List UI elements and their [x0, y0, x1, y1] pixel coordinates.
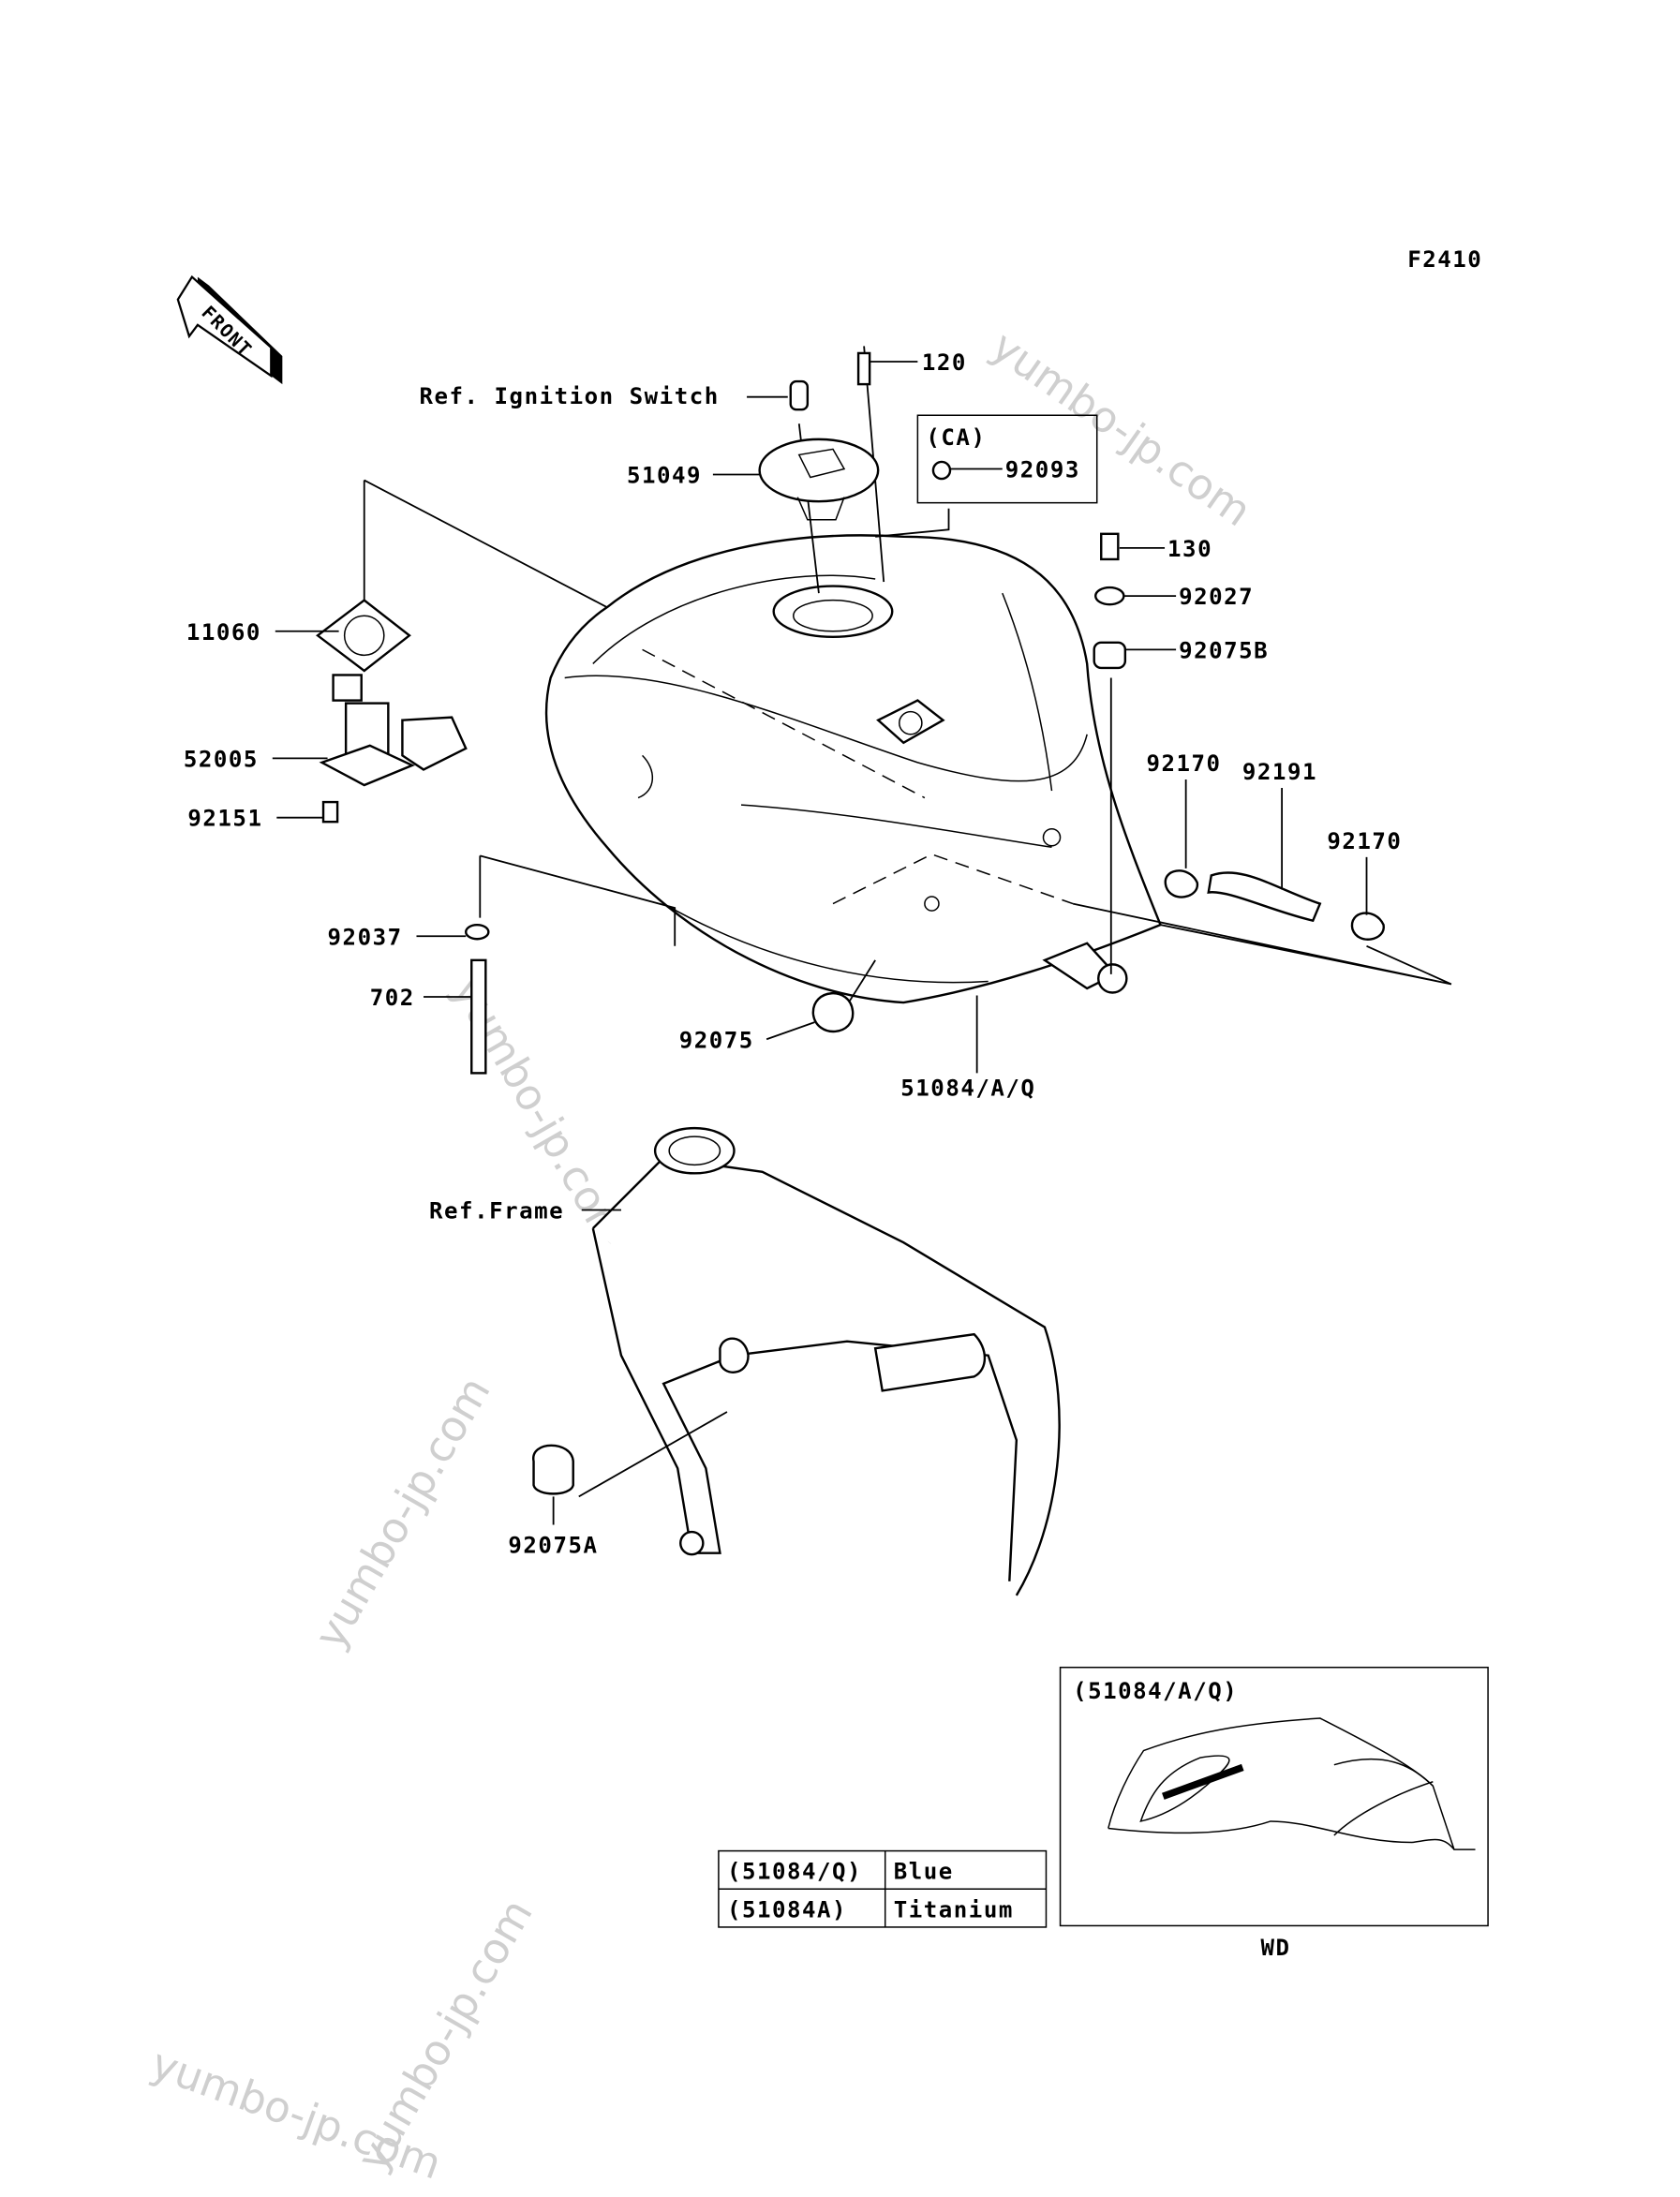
label-11060: 11060 — [186, 619, 261, 646]
clamp-92170-b — [1350, 912, 1385, 941]
grommet-92075b — [1093, 641, 1127, 670]
label-51049: 51049 — [627, 463, 702, 489]
watermark: yumbo-jp.com — [982, 321, 1260, 537]
label-52005: 52005 — [184, 746, 259, 772]
label-702: 702 — [370, 985, 415, 1011]
front-arrow-icon: FRONT — [176, 275, 283, 385]
inset-title: (51084/A/Q) — [1073, 1678, 1238, 1704]
ignition-switch-bolt — [789, 379, 810, 411]
damper-92075 — [811, 992, 855, 1033]
label-92027: 92027 — [1179, 584, 1254, 610]
table-cell-code: (51084/Q) — [727, 1859, 862, 1885]
color-table: (51084/Q) Blue (51084A) Titanium — [718, 1849, 1048, 1928]
damper-92075a — [532, 1444, 574, 1495]
diagram-code: F2410 — [1407, 246, 1482, 273]
label-92170-b: 92170 — [1327, 828, 1402, 854]
ca-label: (CA) — [926, 424, 986, 451]
collar-92027 — [1094, 586, 1125, 606]
frame — [591, 1126, 1061, 1596]
bolt-120 — [856, 351, 871, 386]
watermark: yumbo-jp.com — [305, 1369, 499, 1657]
filler-cap-51049 — [758, 438, 880, 521]
label-ref-ignition-switch: Ref. Ignition Switch — [419, 383, 719, 409]
inset-box: (51084/A/Q) WD — [1059, 1666, 1489, 1961]
clip-92037 — [465, 923, 490, 941]
nut-92093 — [931, 460, 952, 481]
label-92191: 92191 — [1242, 759, 1317, 785]
label-130: 130 — [1167, 536, 1212, 562]
label-120: 120 — [922, 349, 967, 376]
table-cell-color: Blue — [894, 1859, 954, 1885]
inset-caption: WD — [1261, 1935, 1291, 1961]
label-92093: 92093 — [1005, 457, 1080, 483]
label-92075: 92075 — [679, 1027, 754, 1053]
table-cell-color: Titanium — [894, 1896, 1014, 1922]
label-92170: 92170 — [1146, 750, 1221, 777]
gasket-11060 — [316, 599, 411, 673]
table-cell-code: (51084A) — [727, 1896, 847, 1922]
label-ref-frame: Ref.Frame — [429, 1198, 564, 1225]
ca-box — [916, 414, 1098, 504]
label-51084: 51084/A/Q — [900, 1075, 1035, 1101]
label-92037: 92037 — [328, 924, 403, 950]
fuel-tank — [544, 534, 1163, 1004]
pipe-702 — [470, 958, 487, 1075]
bolt-92151 — [321, 800, 339, 824]
fuel-pump-52005 — [319, 674, 468, 787]
bolt-130 — [1100, 532, 1120, 561]
label-92075b: 92075B — [1179, 637, 1269, 663]
hose-92191 — [1207, 871, 1322, 923]
clamp-92170 — [1164, 869, 1198, 898]
label-92075a: 92075A — [508, 1533, 598, 1559]
label-92151: 92151 — [187, 806, 262, 832]
